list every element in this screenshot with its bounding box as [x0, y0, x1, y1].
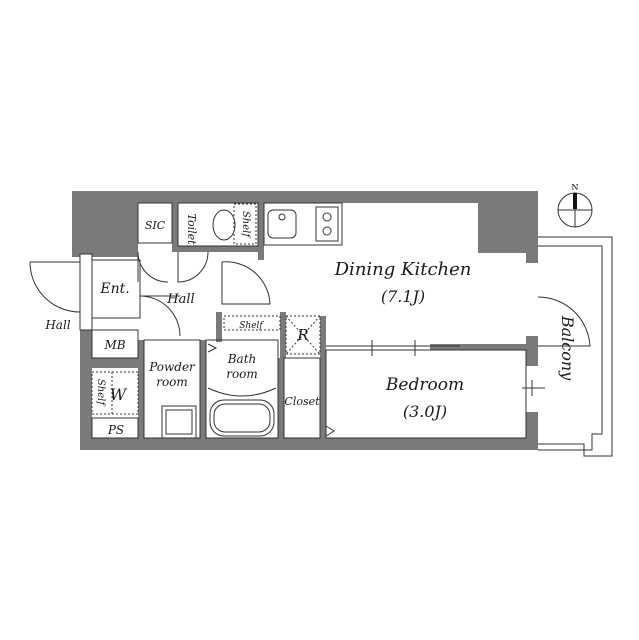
walls	[72, 191, 538, 450]
label-hall-outer: Hall	[44, 318, 70, 332]
label-entrance: Ent.	[99, 281, 129, 297]
label-closet: Closet	[284, 395, 320, 408]
label-ps: PS	[107, 423, 124, 437]
label-bedroom-area: (3.0J)	[403, 402, 447, 421]
label-powder-room-1: Powder	[148, 360, 196, 374]
label-dining-kitchen: Dining Kitchen	[334, 259, 472, 280]
room-outlines	[29, 192, 613, 457]
room-labels: Dining Kitchen (7.1J) Bedroom (3.0J) Bal…	[44, 183, 578, 437]
compass-label: N	[572, 183, 579, 192]
dotted-fixtures	[91, 203, 321, 415]
label-shelf: Shelf	[239, 321, 264, 331]
label-toilet-shelf: Shelf	[240, 211, 251, 239]
label-toilet: Toilet	[185, 213, 198, 245]
label-balcony: Balcony	[558, 315, 577, 381]
label-dining-kitchen-area: (7.1J)	[381, 287, 425, 306]
label-bedroom: Bedroom	[385, 375, 464, 395]
label-bath-room-2: room	[226, 367, 258, 381]
label-bath-room-1: Bath	[227, 352, 257, 366]
compass-needle	[573, 193, 577, 209]
label-mb: MB	[103, 338, 125, 352]
label-sic: SIC	[145, 219, 166, 232]
label-washer-shelf: Shelf	[95, 379, 106, 407]
label-hall-inner: Hall	[166, 292, 194, 307]
label-refrigerator: R	[296, 326, 308, 344]
label-powder-room-2: room	[156, 375, 188, 389]
label-washer: W	[110, 385, 128, 404]
